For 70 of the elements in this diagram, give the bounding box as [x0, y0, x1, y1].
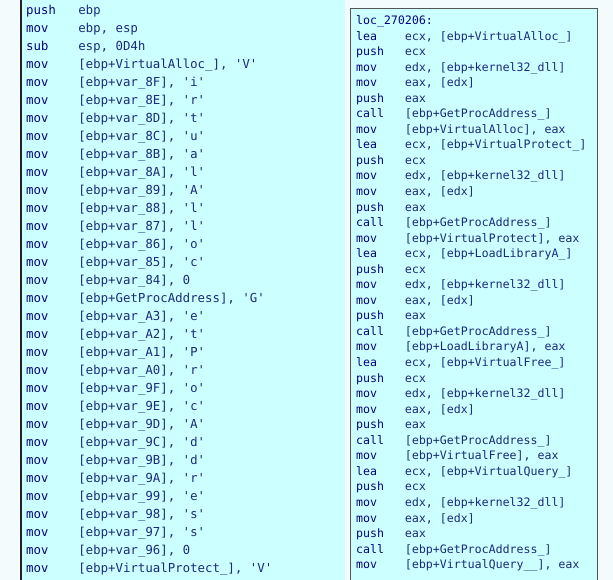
code-panel: [20, 0, 345, 580]
code-line: call [ebp+GetProcAddress_]: [356, 542, 552, 558]
code-line: mov [ebp+var_A1], 'P': [26, 343, 206, 361]
code-line: mov edx, [ebp+kernel32_dll]: [356, 386, 566, 402]
code-line: sub esp, 0D4h: [26, 37, 146, 55]
code-line: call [ebp+GetProcAddress_]: [356, 432, 552, 448]
code-line: push eax: [356, 417, 426, 433]
code-line: mov [ebp+VirtualProtect], eax: [356, 230, 580, 246]
code-panel: [350, 8, 598, 580]
code-line: push ecx: [356, 152, 426, 168]
code-line: call [ebp+GetProcAddress_]: [356, 324, 552, 340]
code-line: mov ebp, esp: [26, 19, 138, 37]
code-line: mov [ebp+var_9E], 'c': [26, 397, 206, 415]
code-line: lea ecx, [ebp+VirtualQuery_]: [356, 464, 572, 480]
code-line: push ebp: [26, 1, 101, 19]
code-line: mov edx, [ebp+kernel32_dll]: [356, 494, 566, 510]
code-line: lea ecx, [ebp+VirtualAlloc_]: [356, 28, 572, 44]
code-line: push eax: [356, 526, 426, 542]
code-line: mov [ebp+var_85], 'c': [26, 253, 206, 271]
code-line: mov edx, [ebp+kernel32_dll]: [356, 277, 566, 293]
code-line: mov [ebp+var_84], 0: [26, 271, 190, 289]
code-line: mov [ebp+VirtualProtect_], 'V': [26, 559, 272, 577]
code-line: mov [ebp+var_9B], 'd': [26, 451, 206, 469]
code-line: mov [ebp+var_98], 's': [26, 505, 206, 523]
code-line: mov [ebp+var_97], 's': [26, 523, 206, 541]
code-line: mov [ebp+GetProcAddress], 'G': [26, 289, 265, 307]
code-line: mov [ebp+var_9F], 'o': [26, 379, 206, 397]
code-line: mov [ebp+var_8F], 'i': [26, 73, 206, 91]
code-line: mov [ebp+VirtualAlloc_], 'V': [26, 55, 258, 73]
code-line: lea ecx, [ebp+VirtualFree_]: [356, 355, 566, 371]
code-line: mov [ebp+var_A3], 'e': [26, 307, 206, 325]
code-line: mov [ebp+var_9D], 'A': [26, 415, 206, 433]
code-line: mov [ebp+VirtualAlloc], eax: [356, 122, 566, 138]
code-line: push eax: [356, 308, 426, 324]
code-line: mov [ebp+var_86], 'o': [26, 235, 206, 253]
code-line: loc_270206:: [356, 13, 433, 29]
code-line: mov eax, [edx]: [356, 184, 475, 200]
code-line: mov [ebp+var_9C], 'd': [26, 433, 206, 451]
code-line: call [ebp+GetProcAddress_]: [356, 106, 552, 122]
code-line: mov [ebp+VirtualFree], eax: [356, 448, 558, 464]
code-line: lea ecx, [ebp+VirtualProtect_]: [356, 137, 586, 153]
code-line: push eax: [356, 200, 426, 216]
code-line: mov [ebp+var_88], 'l': [26, 199, 206, 217]
code-line: mov [ebp+var_87], 'l': [26, 217, 206, 235]
code-line: mov [ebp+var_9A], 'r': [26, 469, 206, 487]
code-line: push ecx: [356, 370, 426, 386]
code-line: mov [ebp+var_A0], 'r': [26, 361, 206, 379]
code-line: mov [ebp+var_89], 'A': [26, 181, 206, 199]
code-line: mov [ebp+var_8A], 'l': [26, 163, 206, 181]
code-line: mov [ebp+var_8D], 't': [26, 109, 206, 127]
code-line: mov edx, [ebp+kernel32_dll]: [356, 168, 566, 184]
code-line: push ecx: [356, 479, 426, 495]
code-line: push ecx: [356, 44, 426, 60]
code-line: mov eax, [edx]: [356, 75, 475, 91]
code-line: mov eax, [edx]: [356, 510, 475, 526]
code-line: push eax: [356, 90, 426, 106]
code-line: mov [ebp+LoadLibraryA], eax: [356, 339, 566, 356]
code-line: mov [ebp+VirtualQuery__], eax: [356, 557, 580, 573]
code-line: mov [ebp+var_99], 'e': [26, 487, 206, 505]
code-line: mov [ebp+var_8B], 'a': [26, 145, 206, 163]
code-line: mov [ebp+var_8C], 'u': [26, 127, 206, 145]
code-line: mov eax, [edx]: [356, 402, 475, 418]
code-line: push ecx: [356, 262, 426, 278]
code-line: lea ecx, [ebp+LoadLibraryA_]: [356, 246, 572, 262]
code-line: mov [ebp+var_8E], 'r': [26, 91, 206, 109]
code-line: mov eax, [edx]: [356, 292, 475, 308]
code-line: mov edx, [ebp+kernel32_dll]: [356, 60, 566, 76]
code-line: mov [ebp+var_96], 0: [26, 541, 190, 559]
code-line: mov [ebp+var_A2], 't': [26, 325, 206, 343]
code-line: call [ebp+GetProcAddress_]: [356, 215, 552, 231]
